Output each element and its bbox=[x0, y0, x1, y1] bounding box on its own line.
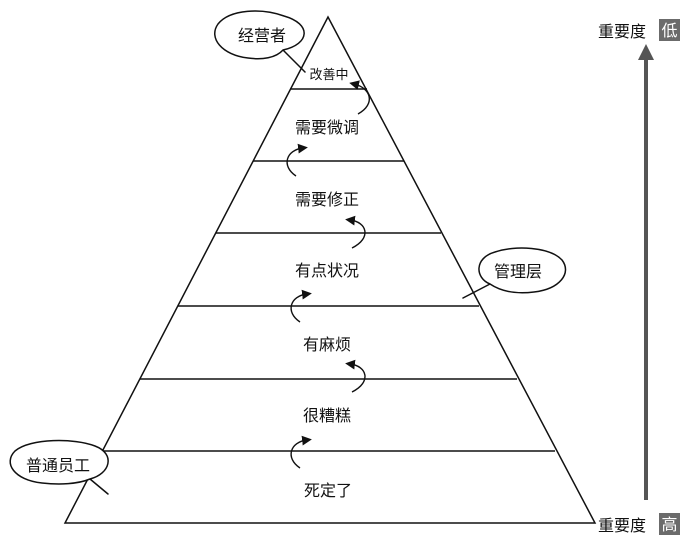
curl-arrow-icon bbox=[290, 435, 312, 469]
bubble-staff-text: 普通员工 bbox=[26, 456, 90, 475]
curl-arrow-icon bbox=[349, 80, 370, 115]
curl-arrow-icon bbox=[286, 143, 308, 177]
importance-bottom-badge-text: 高 bbox=[661, 515, 677, 534]
bubble-executive: 经营者 bbox=[214, 10, 306, 73]
curl-arrow-icon bbox=[345, 215, 366, 249]
bubble-staff: 普通员工 bbox=[9, 439, 109, 495]
importance-top-badge bbox=[659, 19, 680, 41]
level-label-3: 需要修正 bbox=[295, 190, 359, 209]
importance-bottom-badge bbox=[659, 513, 680, 535]
level-label-4: 有点状况 bbox=[295, 261, 359, 280]
bubble-management-shape bbox=[462, 247, 567, 299]
curl-arrow-icon bbox=[345, 359, 366, 393]
level-label-5: 有麻烦 bbox=[303, 335, 351, 354]
bubble-executive-shape bbox=[214, 10, 306, 73]
level-arrows bbox=[286, 80, 370, 469]
pyramid-outline bbox=[63, 15, 597, 524]
level-label-top: 改善中 bbox=[309, 67, 348, 83]
level-labels: 改善中 需要微调 需要修正 有点状况 有麻烦 很糟糕 死定了 bbox=[295, 67, 359, 500]
importance-top-badge-text: 低 bbox=[661, 21, 677, 40]
bubble-executive-text: 经营者 bbox=[238, 26, 286, 45]
bubble-staff-shape bbox=[9, 439, 109, 495]
pyramid-dividers bbox=[102, 88, 555, 452]
level-label-bottom: 死定了 bbox=[304, 481, 352, 500]
level-label-6: 很糟糕 bbox=[303, 406, 351, 425]
importance-bottom-label: 重要度 bbox=[598, 516, 646, 535]
curl-arrow-icon bbox=[290, 289, 312, 323]
importance-axis: 重要度 低 重要度 高 bbox=[598, 19, 680, 535]
bubble-management: 管理层 bbox=[462, 247, 567, 299]
importance-top-label: 重要度 bbox=[598, 22, 646, 41]
level-label-2: 需要微调 bbox=[295, 118, 359, 137]
bubble-management-text: 管理层 bbox=[494, 262, 542, 281]
